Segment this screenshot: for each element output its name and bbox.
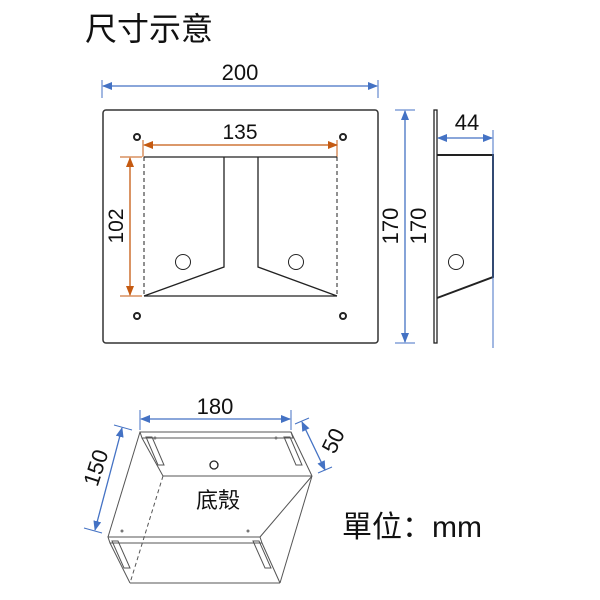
screw-hole: [339, 312, 347, 320]
side-plate: [433, 109, 438, 344]
width-label: 200: [222, 60, 259, 85]
shell-length-arrow: [93, 427, 124, 531]
shell-width-label: 180: [197, 394, 234, 419]
cable-hole: [209, 460, 219, 470]
side-bracket: [436, 154, 494, 299]
front-view: 200 135 102 170: [101, 60, 403, 344]
inner-width-label: 135: [222, 121, 257, 144]
bracket-left: [143, 157, 225, 297]
side-view: 170 44: [395, 109, 494, 348]
page-title: 尺寸示意: [85, 11, 213, 47]
side-height-label: 170: [406, 208, 431, 245]
bracket-right: [257, 157, 338, 297]
base-shell-view: 180 150 50 底殼: [78, 394, 350, 584]
unit-label: 單位：mm: [342, 511, 482, 544]
shell-height-arrow: [301, 421, 326, 471]
bolt-hole: [448, 254, 464, 270]
inner-height-label: 102: [105, 208, 128, 243]
height-label: 170: [378, 208, 403, 245]
depth-label: 44: [455, 110, 479, 135]
screw-hole: [339, 133, 347, 141]
bolt-hole: [175, 254, 191, 270]
screw-hole: [133, 133, 141, 141]
bolt-hole: [288, 254, 304, 270]
screw-hole: [133, 312, 141, 320]
mounting-plate: [102, 109, 379, 344]
shell-height-label: 50: [317, 424, 350, 457]
base-shell-label: 底殼: [196, 488, 240, 513]
